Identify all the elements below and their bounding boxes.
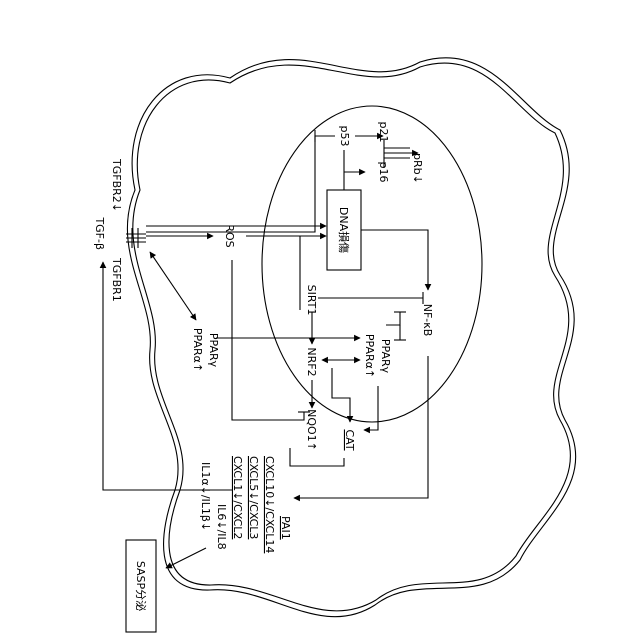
il6-label: IL6↓/IL8 [215, 504, 228, 550]
ros-label: ROS [223, 224, 236, 247]
ppar-alpha-left-label: PPARα↑ [191, 328, 204, 372]
pai1-label: PAI1 [279, 516, 292, 540]
tgfb-label: TGF-β [93, 216, 106, 250]
nqo1-label: NQO1↑ [305, 409, 318, 451]
ppar-alpha-right-label: PPARα↑ [363, 334, 376, 378]
p16-label: p16 [377, 162, 390, 183]
p21-label: p21 [377, 122, 390, 143]
cxcl1-label: CXCL1↓/CXCL2 [231, 456, 244, 539]
p53-label: p53 [338, 126, 351, 147]
labels: TGF-β TGFBR1 TGFBR2↓ ROS DNA損傷 p53 p21 p… [93, 122, 434, 612]
sasp-label: SASP分泌 [134, 561, 147, 611]
cxcl5-label: CXCL5↓/CXCL3 [247, 456, 260, 539]
nrf2-label: NRF2 [305, 347, 318, 376]
cxcl10-label: CXCL10↓/CXCL14 [263, 456, 276, 553]
il1-label: IL1α↓/IL1β↓ [199, 462, 212, 531]
tgfbr1-label: TGFBR1 [110, 257, 123, 302]
nfkb-label: NF-κB [421, 304, 434, 337]
sirt1-label: SIRT1 [305, 285, 318, 316]
ppar-gamma-left-label: PPARγ [207, 333, 220, 368]
prb-label: pRb↓ [411, 153, 424, 184]
ppar-gamma-right-label: PPARγ [379, 339, 392, 374]
dna-damage-text: DNA損傷 [337, 207, 351, 253]
tgfbr2-label: TGFBR2↓ [110, 158, 123, 212]
cat-label: CAT [343, 429, 356, 450]
